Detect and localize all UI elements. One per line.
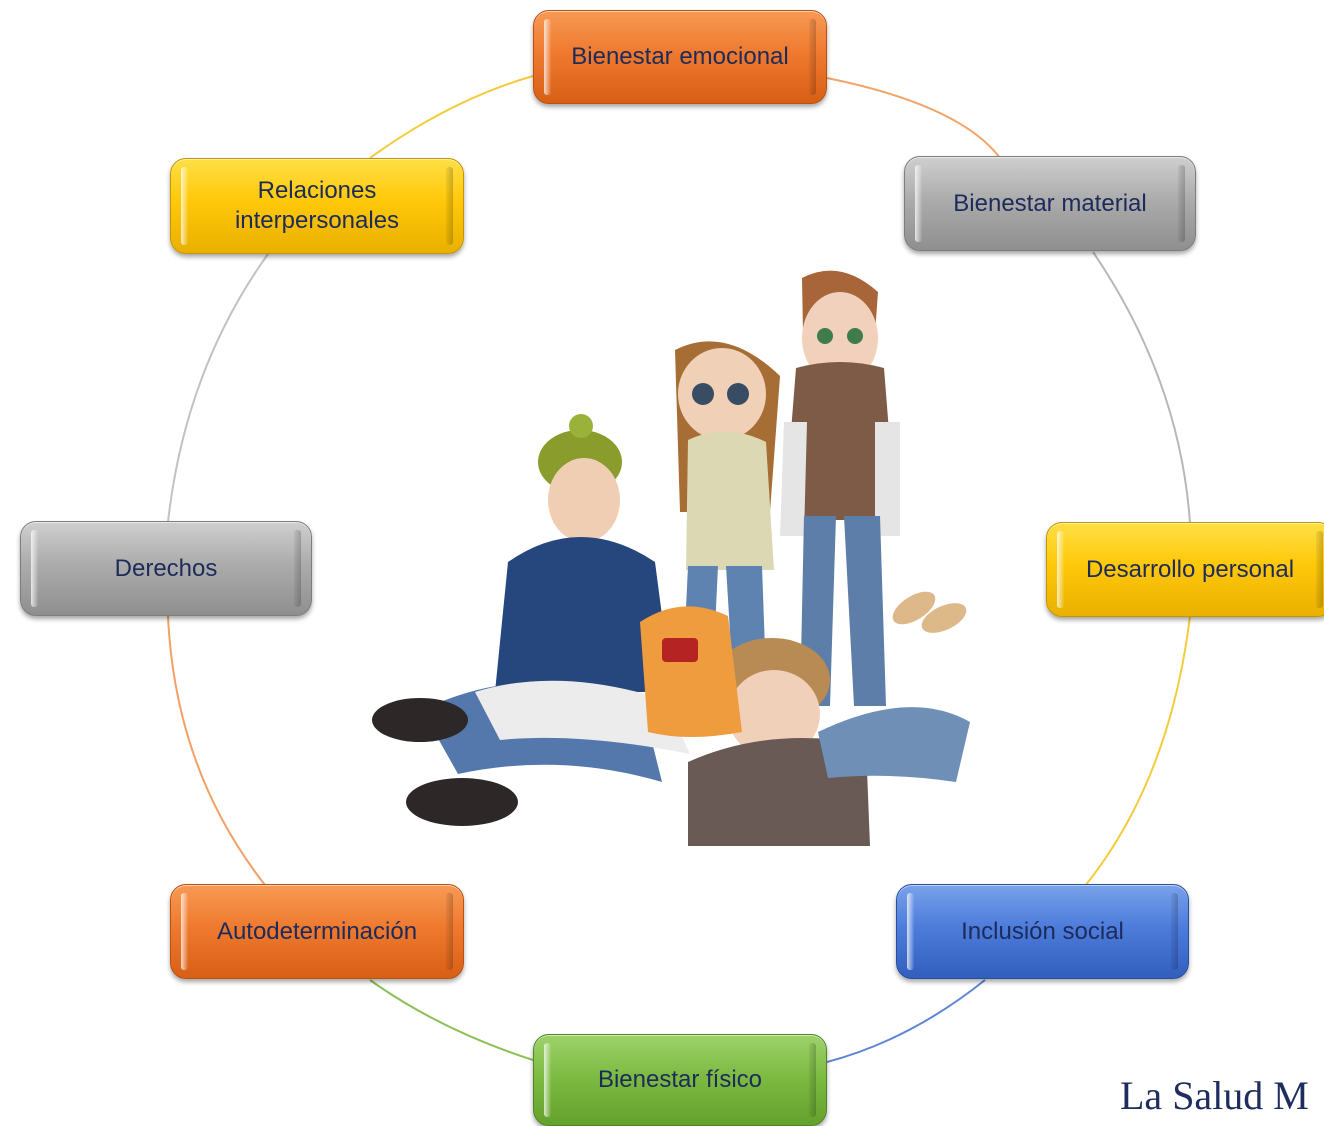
node-label: Relaciones interpersonales bbox=[234, 177, 400, 234]
lying-girl-figure bbox=[688, 591, 970, 846]
node-label: Bienestar físico bbox=[597, 1066, 763, 1093]
node-bienestar-material: Bienestar material bbox=[904, 156, 1196, 251]
connector-arc-8 bbox=[369, 75, 534, 159]
connector-arc-5 bbox=[369, 979, 534, 1061]
node-relaciones-interpersonales: Relaciones interpersonales bbox=[170, 158, 464, 254]
footer-text: La Salud M bbox=[1120, 1073, 1309, 1118]
connector-arc-6 bbox=[167, 615, 266, 886]
group-of-young-people-illustration bbox=[372, 270, 970, 846]
node-inclusion-social: Inclusión social bbox=[896, 884, 1189, 979]
node-label: Autodeterminación bbox=[216, 917, 418, 945]
connector-arc-3 bbox=[1084, 615, 1191, 887]
orange-backpack-icon bbox=[640, 606, 742, 737]
node-derechos: Derechos bbox=[20, 521, 312, 616]
node-desarrollo-personal: Desarrollo personal bbox=[1046, 522, 1324, 617]
standing-boy-figure bbox=[780, 270, 900, 706]
node-autodeterminacion: Autodeterminación bbox=[170, 884, 464, 979]
connector-arc-4 bbox=[826, 979, 986, 1063]
node-bienestar-fisico: Bienestar físico bbox=[533, 1034, 827, 1126]
node-label: Desarrollo personal bbox=[1085, 555, 1295, 583]
node-label: Bienestar material bbox=[953, 189, 1147, 217]
node-label: Bienestar emocional bbox=[571, 43, 789, 70]
connector-arc-1 bbox=[826, 77, 1001, 159]
node-label: Derechos bbox=[114, 554, 218, 582]
node-label: Inclusión social bbox=[961, 917, 1124, 945]
node-bienestar-emocional: Bienestar emocional bbox=[533, 10, 827, 104]
connector-arc-2 bbox=[1092, 251, 1191, 524]
sitting-boy-figure bbox=[372, 414, 690, 826]
connector-arc-7 bbox=[167, 253, 269, 523]
